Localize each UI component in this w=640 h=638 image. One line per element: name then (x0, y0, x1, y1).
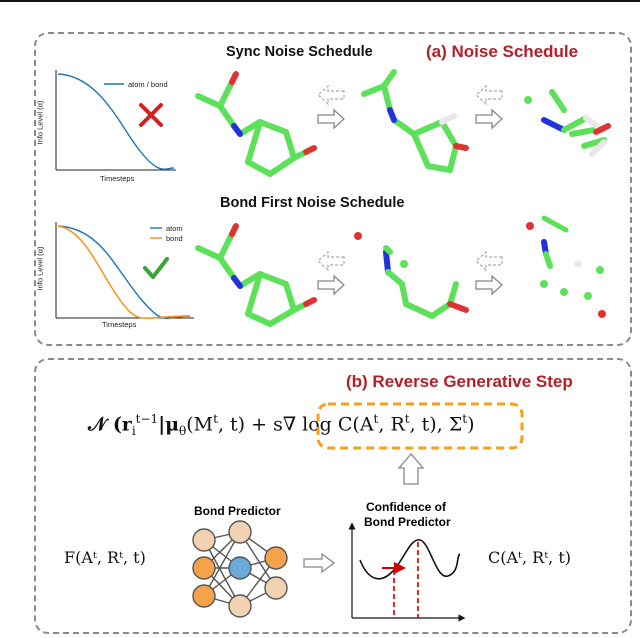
sync-schedule-chart (55, 70, 176, 171)
arrow-to-confidence (303, 552, 336, 574)
eq-grad3: , t), (409, 413, 443, 436)
check-icon (143, 257, 169, 279)
row1-ylabel: Info Level (α) (35, 100, 45, 145)
atom-curve (57, 225, 191, 320)
atom-bond-curve (57, 73, 175, 170)
eq-mid2: (M (186, 413, 214, 436)
output-node-2 (264, 576, 288, 600)
hidden-node-2 (228, 556, 252, 580)
row2-xlabel: Timesteps (102, 320, 137, 329)
output-expression: C(Aᵗ, Rᵗ, t) (488, 548, 571, 567)
arrow-back-dashed-2 (475, 84, 503, 106)
bond-predictor-network (192, 520, 288, 618)
eq-grad: ∇ log C(A (282, 413, 374, 436)
hidden-node-1 (228, 520, 252, 544)
arrow-forward-4 (475, 274, 503, 296)
bond-first-chart (55, 222, 194, 320)
eq-mid3: , t) + s (217, 413, 283, 436)
input-expression: F(Aᵗ, Rᵗ, t) (64, 548, 146, 567)
top-rule (0, 0, 640, 2)
molecule-row2-scattered (526, 215, 606, 318)
row2-legend-bond: bond (166, 234, 183, 243)
input-node-3 (192, 584, 216, 608)
arrow-back-dashed-1 (317, 84, 345, 106)
molecule-row1-noisy (361, 69, 469, 173)
confidence-label-1: Confidence of (366, 500, 446, 514)
guidance-highlight-box (316, 402, 524, 450)
confidence-label-2: Bond Predictor (364, 515, 451, 529)
row2-legend-atom: atom (166, 224, 183, 233)
row1-xlabel: Timesteps (100, 174, 135, 183)
molecule-row2-bondless (354, 232, 469, 319)
panel-b-title: (b) Reverse Generative Step (346, 372, 573, 391)
bond-curve (57, 225, 191, 319)
confidence-curve (359, 539, 461, 580)
eq-close: ) (467, 413, 475, 436)
panel-noise-schedule (34, 32, 632, 346)
input-node-2 (192, 556, 216, 580)
arrow-back-dashed-3 (317, 250, 345, 272)
panel-a-title: (a) Noise Schedule (426, 42, 579, 61)
arrow-forward-3 (317, 274, 345, 296)
sync-schedule-title: Sync Noise Schedule (226, 44, 373, 60)
arrow-up (397, 453, 425, 485)
eq-sigma: Σ (448, 413, 463, 436)
eq-grad2: , R (378, 413, 405, 436)
arrow-forward-1 (317, 108, 345, 130)
input-node-1 (192, 528, 216, 552)
eq-prefix: 𝒩 (r (88, 413, 132, 436)
row2-ylabel: Info Level (α) (35, 246, 45, 291)
arrow-forward-2 (475, 108, 503, 130)
row1-legend-label: atom / bond (128, 80, 168, 89)
panel-reverse-step (34, 358, 632, 634)
molecule-row2-clean (195, 223, 317, 327)
reverse-step-equation: 𝒩 (rit−1|μθ(Mt, t) + s∇ log C(At, Rt, t)… (88, 412, 475, 439)
cross-icon (139, 103, 163, 127)
hidden-node-3 (228, 594, 252, 618)
molecule-row1-scattered (524, 89, 611, 157)
molecule-row1-clean (195, 71, 317, 177)
arrow-back-dashed-4 (475, 250, 503, 272)
confidence-plot (348, 522, 466, 622)
output-node-1 (264, 546, 288, 570)
bond-predictor-label: Bond Predictor (194, 504, 281, 518)
eq-mid: |μ (158, 413, 180, 436)
bond-first-schedule-title: Bond First Noise Schedule (220, 195, 405, 211)
